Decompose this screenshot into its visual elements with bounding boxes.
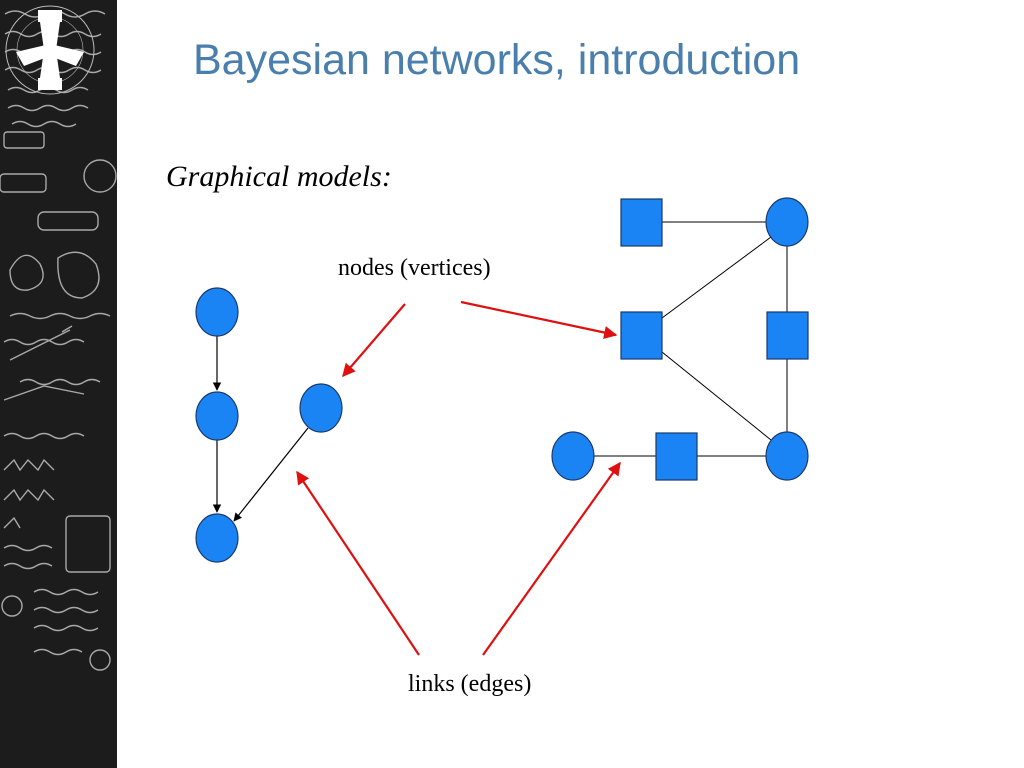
edge-undirected xyxy=(661,236,772,319)
node-square xyxy=(620,198,663,247)
slide-subtitle: Graphical models: xyxy=(166,160,392,193)
node-square xyxy=(655,432,698,481)
node-square xyxy=(620,311,663,360)
pointer-arrow-nodes-left xyxy=(342,303,406,378)
node-circle xyxy=(551,431,595,481)
label-links: links (edges) xyxy=(408,671,531,697)
node-circle xyxy=(299,383,343,433)
node-circle xyxy=(195,287,239,337)
edge-undirected xyxy=(661,351,772,441)
node-circle xyxy=(195,513,239,563)
sidebar-chalkboard xyxy=(0,0,117,768)
node-circle xyxy=(765,431,809,481)
edge-directed-3 xyxy=(233,427,309,522)
node-circle xyxy=(765,197,809,247)
node-circle xyxy=(195,391,239,441)
university-logo xyxy=(5,5,95,95)
pointer-arrow-nodes-right xyxy=(460,300,618,339)
label-nodes: nodes (vertices) xyxy=(338,255,491,281)
pointer-arrow-links-left xyxy=(296,470,420,656)
pointer-arrow-links-right xyxy=(482,461,621,656)
slide-title: Bayesian networks, introduction xyxy=(193,36,801,84)
node-square xyxy=(766,311,809,360)
